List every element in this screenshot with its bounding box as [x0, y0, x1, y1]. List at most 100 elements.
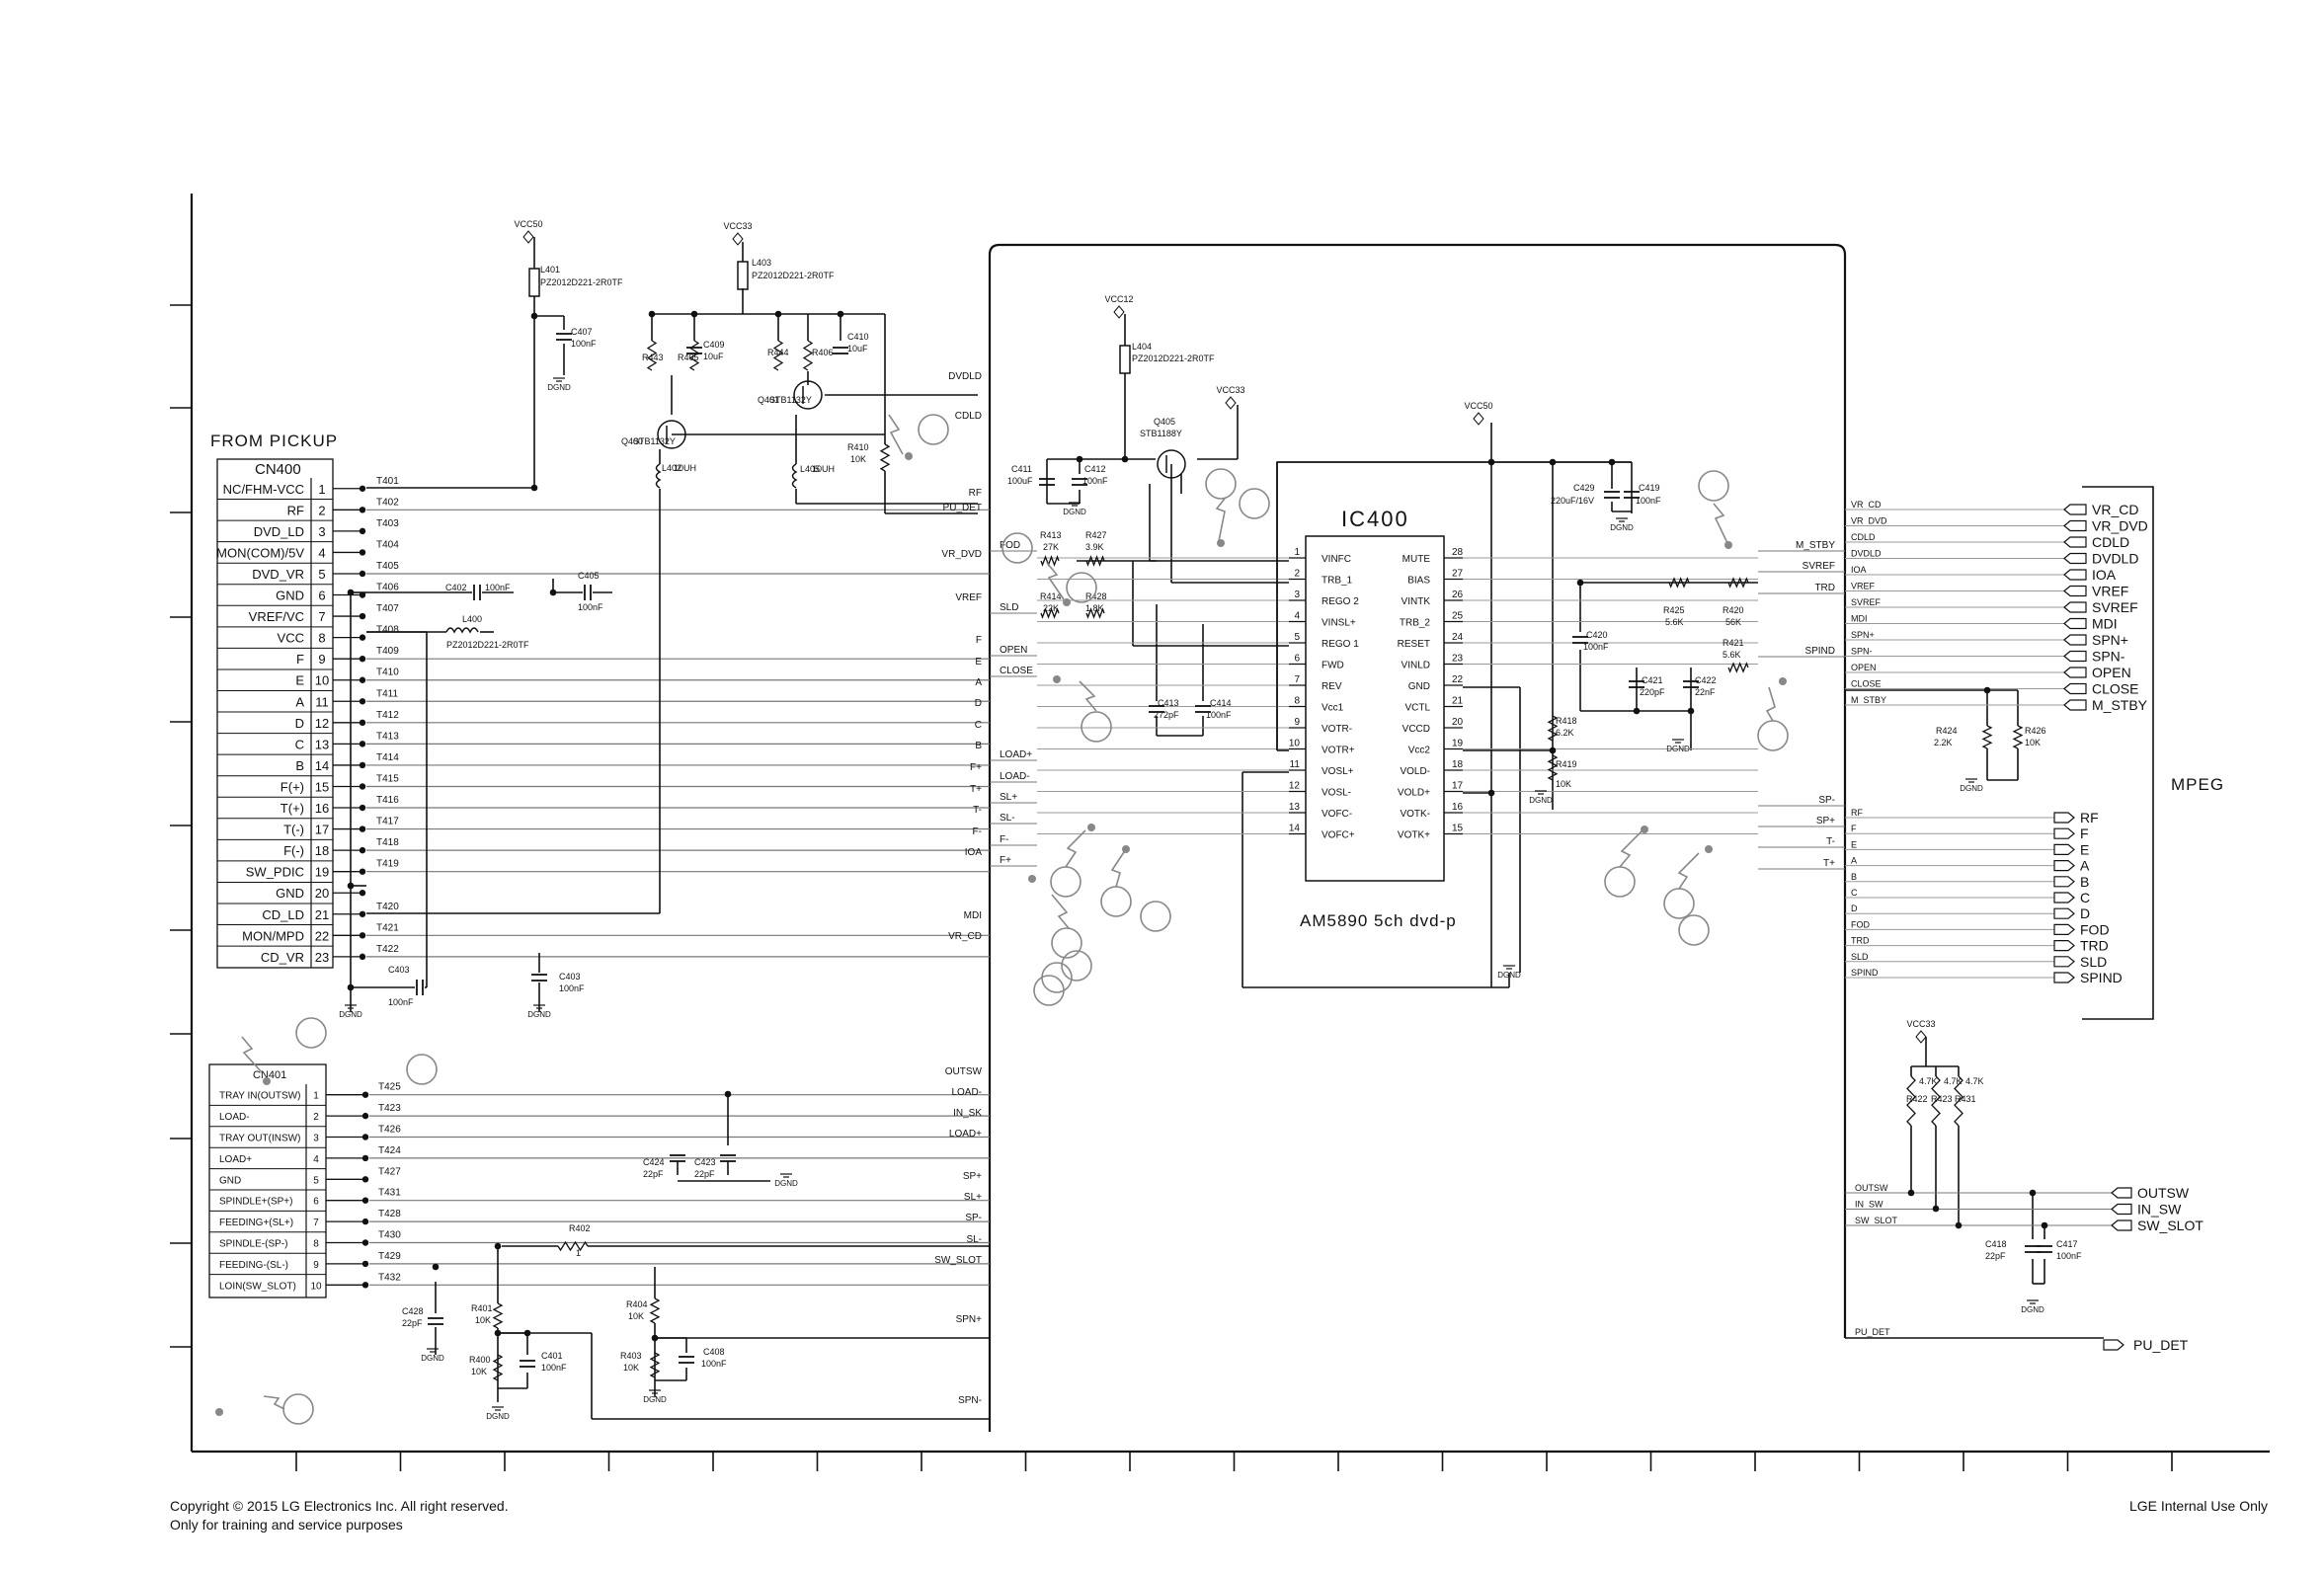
off-page-connector — [2053, 972, 2075, 983]
part-label: C408 — [703, 1347, 725, 1357]
junction-dots — [347, 310, 2048, 1342]
test-point — [361, 1112, 369, 1120]
flow-arrow-head — [263, 1077, 271, 1085]
mpeg-port-label: CDLD — [2092, 534, 2129, 550]
resistor — [492, 1302, 504, 1329]
flow-arrow-head — [215, 1408, 223, 1416]
pin-number: 6 — [318, 589, 325, 603]
part-label: L400 — [462, 614, 482, 624]
flow-marker — [1100, 886, 1132, 917]
part-label: 100nF — [1082, 476, 1108, 486]
junction-dot — [1549, 458, 1557, 466]
pin-number: 6 — [313, 1197, 319, 1208]
off-page-connector — [2063, 634, 2087, 646]
part-label: 10K — [623, 1363, 639, 1373]
flow-marker — [1239, 488, 1270, 519]
test-point — [359, 741, 366, 747]
resistor — [1954, 1075, 1963, 1127]
junction-dot — [347, 882, 355, 890]
mpeg-net-label: PU_DET — [1855, 1327, 1890, 1337]
mpeg-port-label: SLD — [2080, 954, 2107, 970]
junction-dot — [530, 484, 538, 492]
flow-marker — [1140, 901, 1171, 932]
pin-name: GND — [276, 589, 304, 603]
junction-dot — [1487, 458, 1495, 466]
junction-dot — [1576, 579, 1584, 587]
resistor — [1040, 555, 1060, 567]
test-point-label: T425 — [378, 1082, 401, 1093]
mpeg-port-label: FOD — [2080, 921, 2110, 937]
part-label: C417 — [2056, 1239, 2078, 1249]
part-label: R426 — [2025, 726, 2046, 736]
test-point-label: T406 — [376, 583, 399, 593]
flow-marker — [918, 414, 949, 445]
sheet-frame — [190, 194, 2270, 1454]
test-point — [359, 549, 366, 556]
net-label: F+ — [970, 762, 982, 773]
mpeg-port-label: F — [2080, 825, 2089, 841]
net-label: PU_DET — [943, 503, 982, 513]
flow-arrow — [1046, 562, 1065, 600]
pin-name: MON/MPD — [242, 928, 304, 943]
resistor — [1040, 607, 1060, 619]
ic-pin-name: VOTK- — [1400, 809, 1430, 820]
test-point — [359, 804, 366, 812]
mpeg-port-label: SVREF — [2092, 599, 2138, 615]
pin-number: 10 — [315, 673, 329, 688]
net-label: SP- — [965, 1213, 982, 1223]
mpeg-net-label: SLD — [1851, 952, 1869, 962]
net-label: T- — [973, 805, 982, 816]
test-point — [359, 953, 366, 961]
mpeg-port-label: TRD — [2080, 938, 2109, 954]
pin-name: F — [296, 652, 304, 667]
test-point-label: T419 — [376, 859, 399, 870]
mpeg-port-label: VR_DVD — [2092, 518, 2148, 534]
ground-label: DGND — [1497, 971, 1521, 980]
mpeg-net-label: SPN+ — [1851, 630, 1875, 640]
junction-dot — [1687, 707, 1695, 715]
off-page-connector — [2053, 956, 2075, 968]
test-point — [361, 1091, 369, 1098]
pin-name: MON(COM)/5V — [216, 545, 304, 560]
flow-marker — [1678, 914, 1710, 946]
junction-dot — [1983, 686, 1991, 694]
inductor — [445, 627, 479, 634]
pin-name: LOAD+ — [219, 1154, 252, 1165]
resistor — [1931, 1075, 1941, 1127]
resistor — [802, 340, 814, 371]
mpeg-port-label: IN_SW — [2137, 1202, 2182, 1218]
net-label: OUTSW — [945, 1066, 983, 1077]
resistor — [1547, 754, 1559, 781]
supply-label: VCC50 — [1464, 401, 1492, 411]
mpeg-net-label: SPN- — [1851, 647, 1873, 657]
pin-number: 4 — [318, 545, 325, 560]
ic-pin-name: VOLD+ — [1398, 788, 1430, 799]
mpeg-port-label: SPN- — [2092, 649, 2125, 665]
ic-pin-name: RESET — [1398, 639, 1430, 650]
net-label: F- — [1000, 834, 1008, 845]
training-text: Only for training and service purposes — [170, 1517, 403, 1533]
part-label: R422 — [1906, 1094, 1928, 1104]
mpeg-net-label: VREF — [1851, 582, 1876, 591]
part-label: 220uF/16V — [1551, 496, 1594, 506]
ic-pin-name: VCTL — [1404, 703, 1430, 714]
part-label: L405 — [800, 464, 820, 474]
off-page-connector — [2053, 843, 2075, 855]
test-point-label: T429 — [378, 1251, 401, 1262]
pin-number: 10 — [310, 1281, 322, 1292]
junction-dot — [530, 312, 538, 320]
test-point-label: T430 — [378, 1230, 401, 1241]
part-label: L403 — [752, 258, 771, 268]
net-label: M_STBY — [1796, 540, 1835, 551]
ic-pin-name: VINTK — [1402, 596, 1431, 607]
mpeg-port-label: C — [2080, 890, 2090, 905]
flow-arrow — [1765, 686, 1776, 722]
test-point — [359, 612, 366, 620]
part-label: R420 — [1723, 605, 1744, 615]
mpeg-port-label: D — [2080, 905, 2090, 921]
ic-pin-name: REV — [1322, 681, 1342, 692]
ground-label: DGND — [2021, 1305, 2044, 1314]
ground-label: DGND — [547, 383, 571, 392]
